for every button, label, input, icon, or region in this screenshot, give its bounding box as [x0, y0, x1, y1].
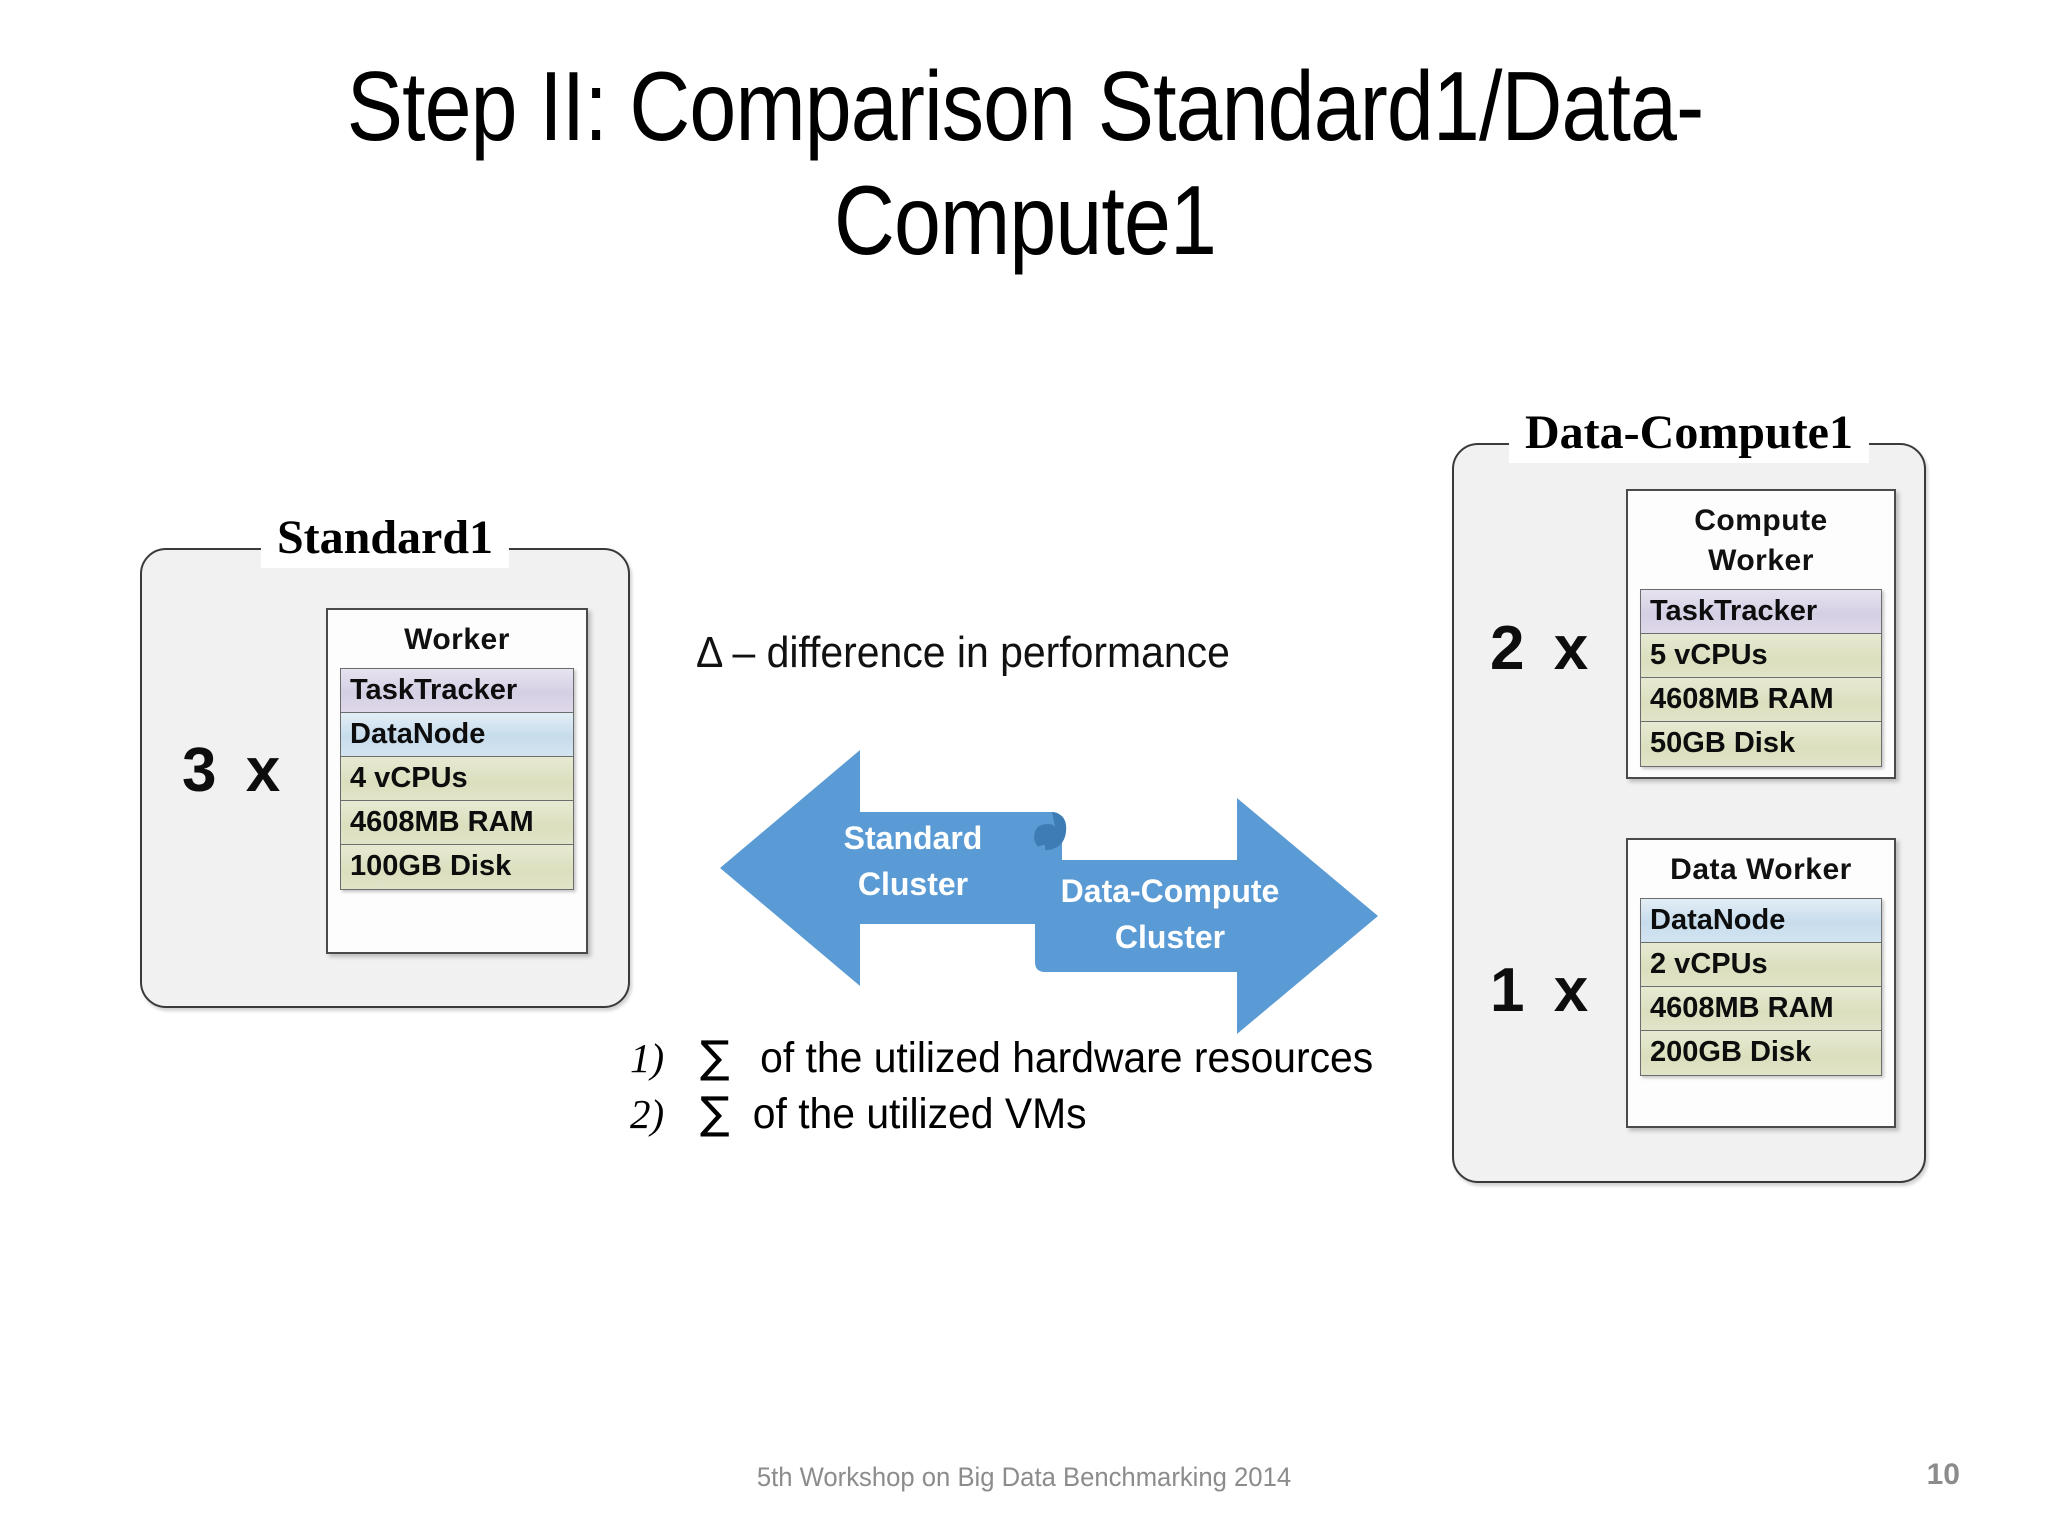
resource-row-vcpus: 5 vCPUs: [1641, 634, 1881, 678]
arrow-curl-icon: [1034, 812, 1067, 850]
group-panel-standard1: Standard1 3 x Worker TaskTracker DataNod…: [140, 508, 630, 1008]
resource-row-disk: 100GB Disk: [341, 845, 573, 889]
footer-text: 5th Workshop on Big Data Benchmarking 20…: [756, 1462, 1292, 1492]
group-panel-data-compute1: Data-Compute1 2 x Compute Worker TaskTra…: [1452, 403, 1926, 1183]
resource-row-datanode: DataNode: [341, 713, 573, 757]
worker-card-worker: Worker TaskTracker DataNode 4 vCPUs 4608…: [326, 608, 588, 954]
resource-row-ram: 4608MB RAM: [341, 801, 573, 845]
resource-row-ram: 4608MB RAM: [1641, 678, 1881, 722]
left-arrow-icon: [720, 750, 1062, 986]
resource-row-disk: 50GB Disk: [1641, 722, 1881, 766]
resource-row-tasktracker: TaskTracker: [1641, 590, 1881, 634]
multiplier-compute-worker: 2 x: [1490, 614, 1595, 683]
group-label-standard1: Standard1: [260, 508, 510, 568]
page-title: Step II: Comparison Standard1/Data- Comp…: [346, 51, 1704, 275]
resource-row-stack: TaskTracker 5 vCPUs 4608MB RAM 50GB Disk: [1640, 589, 1882, 767]
sigma-icon: ∑: [700, 1032, 730, 1083]
page-number: 10: [1926, 1458, 1960, 1491]
resource-row-stack: TaskTracker DataNode 4 vCPUs 4608MB RAM …: [340, 668, 574, 890]
worker-card-data-worker: Data Worker DataNode 2 vCPUs 4608MB RAM …: [1626, 838, 1896, 1128]
multiplier-data-worker: 1 x: [1490, 956, 1595, 1025]
sigma-icon: ∑: [700, 1088, 730, 1139]
resource-row-tasktracker: TaskTracker: [341, 669, 573, 713]
resource-row-vcpus: 2 vCPUs: [1641, 943, 1881, 987]
worker-card-compute-worker: Compute Worker TaskTracker 5 vCPUs 4608M…: [1626, 489, 1896, 779]
sum-list: 1) ∑ of the utilized hardware resources …: [630, 1030, 1530, 1142]
group-label-data-compute1: Data-Compute1: [1509, 403, 1869, 463]
resource-row-disk: 200GB Disk: [1641, 1031, 1881, 1075]
resource-row-stack: DataNode 2 vCPUs 4608MB RAM 200GB Disk: [1640, 898, 1882, 1076]
resource-row-ram: 4608MB RAM: [1641, 987, 1881, 1031]
list-item-text: of the utilized hardware resources: [759, 1034, 1373, 1082]
delta-note: Δ – difference in performance: [696, 628, 1230, 677]
worker-card-title: Worker: [404, 623, 510, 656]
resource-row-vcpus: 4 vCPUs: [341, 757, 573, 801]
worker-card-title: Compute Worker: [1694, 504, 1828, 577]
cluster-comparison-arrows: Standard Cluster Data-Compute Cluster: [700, 740, 1400, 1050]
right-arrow-icon: [1035, 798, 1378, 1034]
worker-card-title: Data Worker: [1670, 853, 1852, 886]
list-item-number: 1): [630, 1035, 665, 1081]
list-item-number: 2): [630, 1091, 665, 1137]
multiplier-standard1: 3 x: [182, 736, 287, 805]
list-item: 2) ∑ of the utilized VMs: [630, 1086, 1530, 1142]
resource-row-datanode: DataNode: [1641, 899, 1881, 943]
list-item-text: of the utilized VMs: [752, 1090, 1087, 1138]
list-item: 1) ∑ of the utilized hardware resources: [630, 1030, 1530, 1086]
